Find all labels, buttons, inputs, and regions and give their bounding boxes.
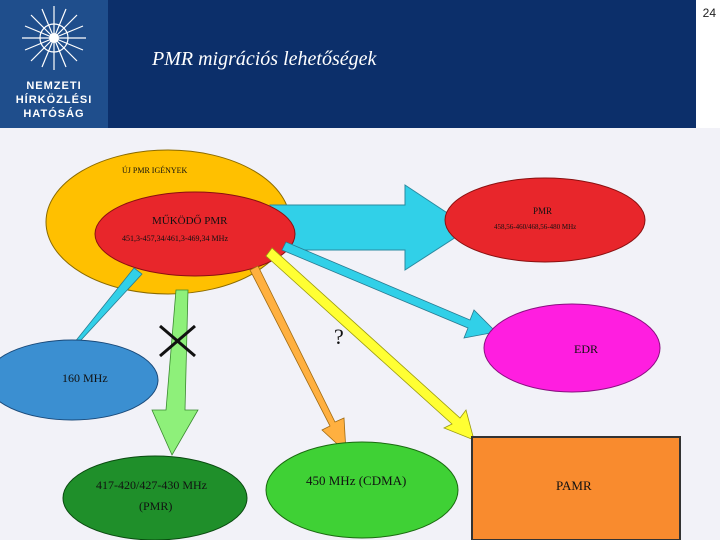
cross-mark-icon — [159, 324, 196, 358]
vhf-label: 160 MHz — [62, 371, 108, 385]
cdma-label: 450 MHz (CDMA) — [306, 473, 407, 488]
arrow-to-cdma — [249, 265, 347, 453]
slide-header: NEMZETI HÍRKÖZLÉSI HATÓSÁG 24 PMR migrác… — [0, 0, 720, 128]
new-pmr-demand-label: ÚJ PMR IGÉNYEK — [122, 166, 188, 175]
edr-label: EDR — [574, 342, 598, 356]
star-logo-icon — [22, 6, 86, 70]
arrow-to-edr — [281, 241, 497, 339]
pmr-freq: 458,56-460/468,56-480 MHz — [494, 223, 577, 231]
logo-text-line-2: HÍRKÖZLÉSI — [15, 94, 93, 106]
uhf-pmr-sub-label: (PMR) — [139, 499, 173, 513]
title-panel — [108, 0, 696, 128]
pamr-box — [471, 436, 681, 540]
pmr-ellipse — [444, 177, 646, 263]
vhf-ellipse — [0, 339, 159, 421]
logo-text-line-1: NEMZETI — [26, 80, 82, 92]
pmr-label: PMR — [533, 206, 553, 216]
uhf-pmr-ellipse — [62, 455, 248, 540]
slide-title: PMR migrációs lehetőségek — [152, 48, 377, 70]
page-number: 24 — [702, 6, 716, 20]
logo-panel: NEMZETI HÍRKÖZLÉSI HATÓSÁG — [0, 0, 108, 128]
edr-ellipse — [483, 303, 661, 393]
arrow-to-uhf-pmr — [151, 289, 199, 456]
current-pmr-ellipse — [94, 191, 296, 277]
uhf-pmr-label: 417-420/427-430 MHz — [96, 478, 207, 492]
current-pmr-label: MŰKÖDŐ PMR — [152, 215, 228, 227]
arrow-to-pamr — [265, 247, 475, 441]
cdma-ellipse — [265, 441, 459, 539]
current-pmr-freq: 451,3-457,34/461,3-469,34 MHz — [122, 234, 228, 243]
logo-text-line-3: HATÓSÁG — [23, 108, 85, 120]
question-mark: ? — [334, 324, 344, 349]
right-strip — [696, 0, 720, 128]
pamr-label: PAMR — [556, 478, 592, 493]
